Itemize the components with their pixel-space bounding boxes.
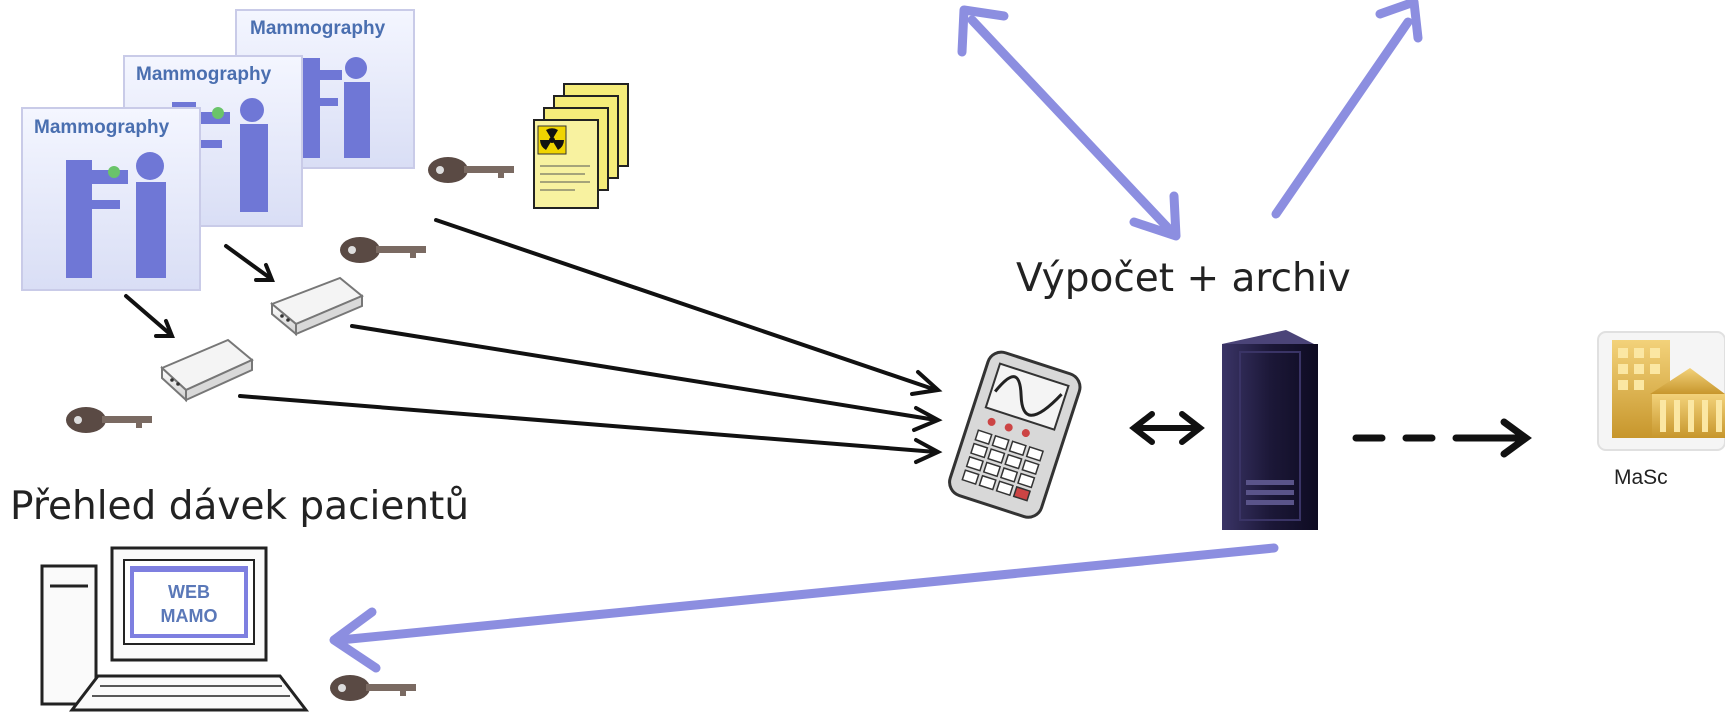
building-icon — [1597, 331, 1725, 451]
institution-label: MaSc — [1614, 466, 1668, 489]
dose-report-icon — [533, 83, 629, 209]
bidirectional-arrow-calculator-server — [1129, 411, 1205, 445]
distribution-arrows — [329, 0, 1423, 673]
patient-dose-overview-label: Přehled dávek pacientů — [10, 484, 470, 529]
web-screen-line-1: WEB — [168, 582, 210, 602]
arrow-device3-to-calculator — [434, 218, 943, 396]
arrow-device2-to-router — [224, 244, 275, 282]
arrow-device1-to-router — [124, 294, 175, 338]
arrow-server-to-computer — [329, 543, 1279, 673]
key-icon — [66, 407, 152, 433]
mammography-device-icon — [300, 57, 370, 158]
arrow-server-to-top-right — [1271, 0, 1423, 219]
mammography-label-2: Mammography — [136, 64, 272, 85]
mammography-label-1: Mammography — [34, 117, 170, 138]
arrow-router1-to-calculator — [238, 394, 943, 464]
mammography-label-3: Mammography — [250, 18, 386, 39]
mammography-device-1: Mammography — [21, 107, 201, 291]
web-screen-line-2: MAMO — [161, 606, 218, 626]
data-flow-arrows — [124, 218, 1532, 464]
calculator-icon — [948, 350, 1082, 519]
key-icon — [340, 237, 426, 263]
server-icon — [1222, 330, 1318, 530]
dashed-arrow-server-to-institution — [1352, 418, 1532, 458]
computer-icon: WEB MAMO — [40, 546, 310, 712]
key-icon — [428, 157, 514, 183]
arrow-router2-to-calculator — [350, 324, 943, 432]
router-icon — [160, 338, 254, 403]
mammography-device-icon — [66, 152, 166, 278]
compute-archive-label: Výpočet + archiv — [1016, 256, 1351, 301]
key-icon — [330, 675, 416, 701]
router-icon — [270, 276, 364, 337]
bidirectional-arrow-server-to-top — [957, 5, 1181, 241]
